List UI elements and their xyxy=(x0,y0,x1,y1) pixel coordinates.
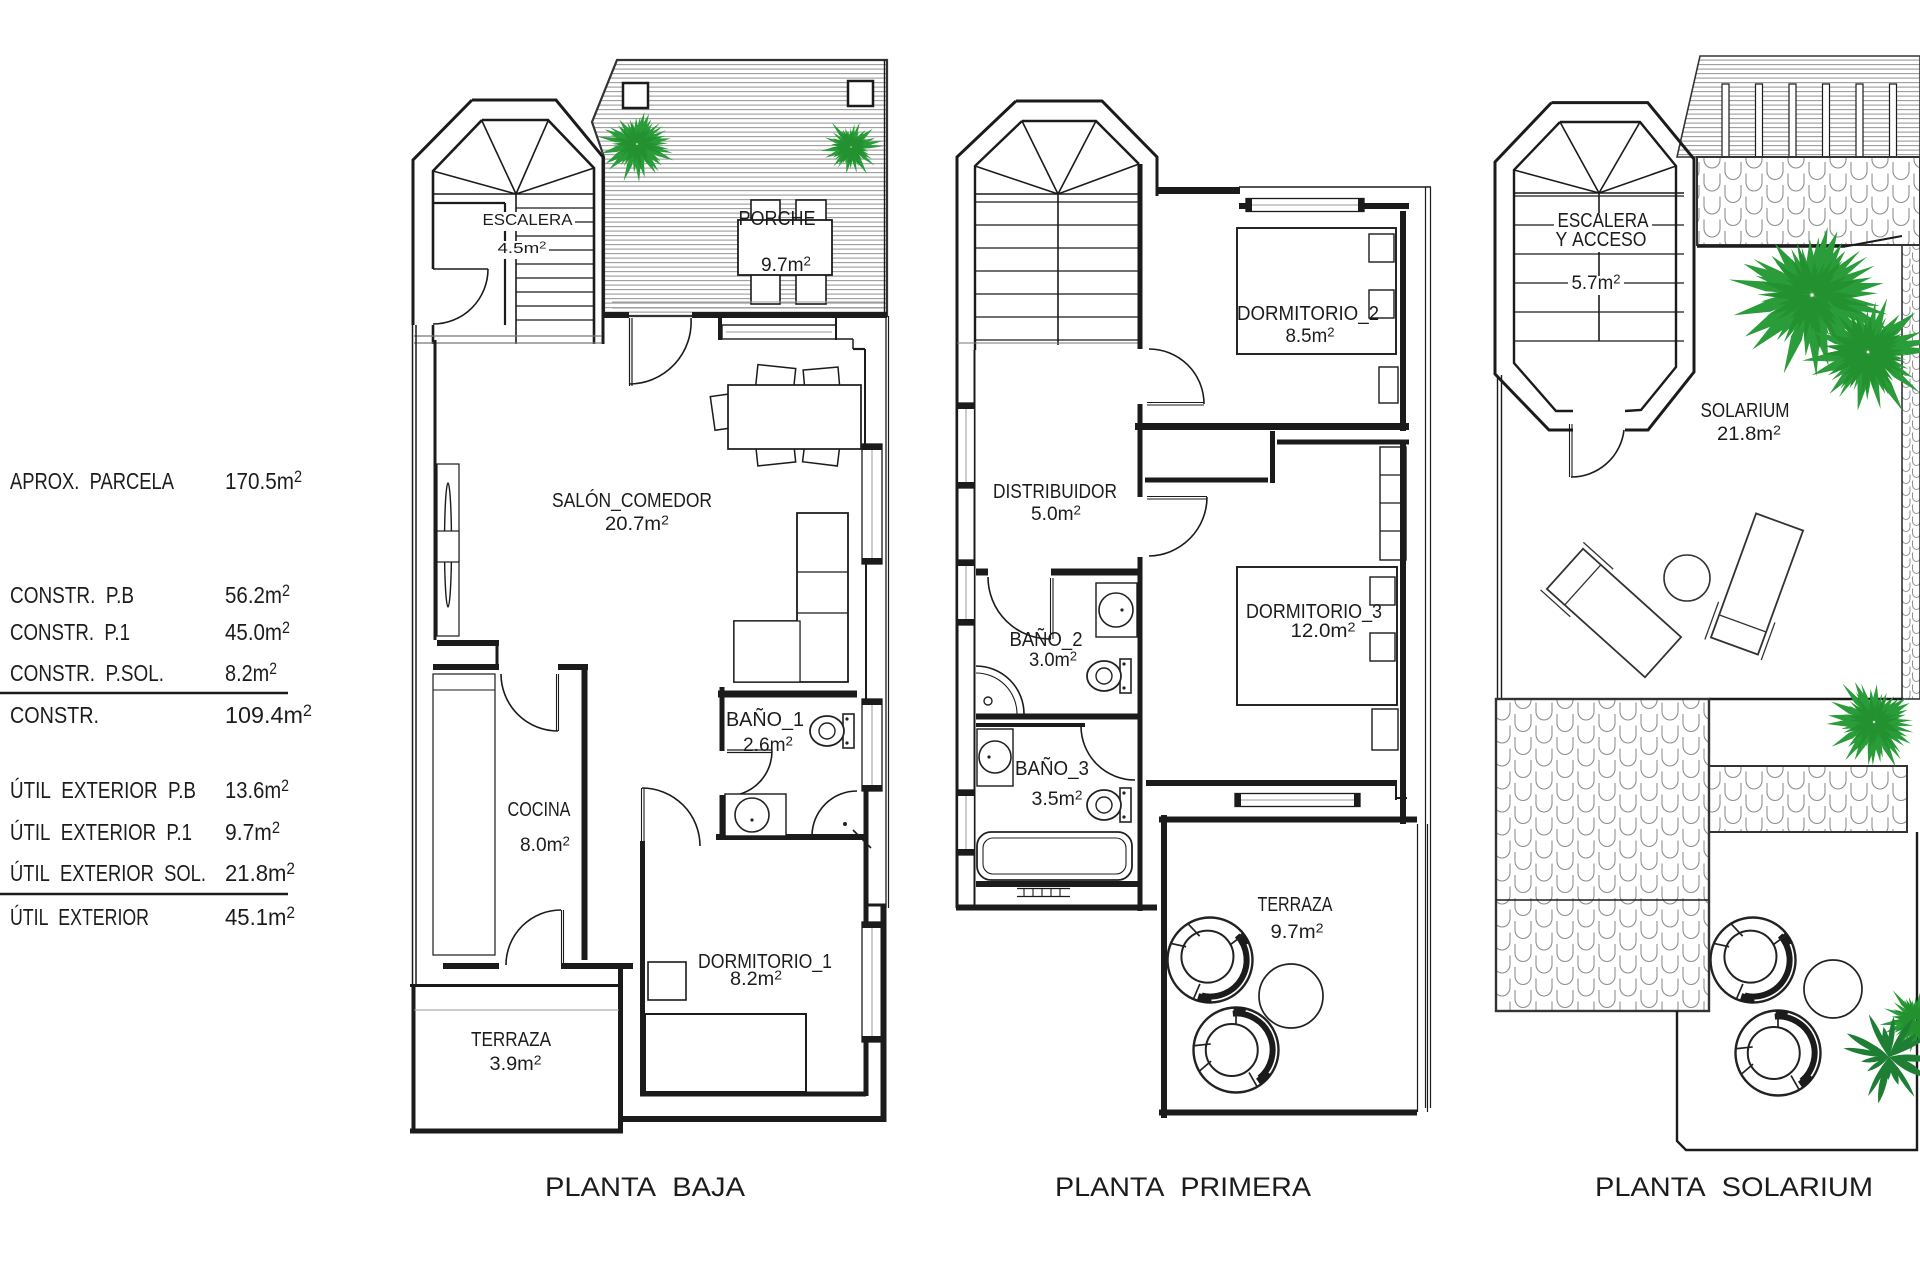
svg-text:CONSTR. P.SOL.: CONSTR. P.SOL. xyxy=(10,660,164,686)
svg-text:45.0m2: 45.0m2 xyxy=(225,619,290,645)
svg-text:21.8m2: 21.8m2 xyxy=(1717,422,1781,445)
svg-text:DISTRIBUIDOR: DISTRIBUIDOR xyxy=(993,481,1117,503)
svg-text:13.6m2: 13.6m2 xyxy=(225,777,289,803)
svg-text:8.2m2: 8.2m2 xyxy=(730,967,782,990)
svg-text:45.1m2: 45.1m2 xyxy=(225,904,295,930)
svg-text:PORCHE: PORCHE xyxy=(739,208,816,230)
svg-text:109.4m2: 109.4m2 xyxy=(225,702,312,728)
svg-text:20.7m2: 20.7m2 xyxy=(605,512,669,535)
svg-text:PLANTA SOLARIUM: PLANTA SOLARIUM xyxy=(1595,1172,1873,1202)
svg-text:21.8m2: 21.8m2 xyxy=(225,860,295,886)
svg-text:ÚTIL EXTERIOR: ÚTIL EXTERIOR xyxy=(10,904,149,930)
svg-text:CONSTR. P.1: CONSTR. P.1 xyxy=(10,619,130,645)
svg-text:BAÑO_1: BAÑO_1 xyxy=(726,707,804,731)
svg-text:COCINA: COCINA xyxy=(508,799,572,821)
svg-text:3.0m2: 3.0m2 xyxy=(1029,648,1077,671)
svg-text:8.2m2: 8.2m2 xyxy=(225,660,277,686)
svg-text:ÚTIL EXTERIOR SOL.: ÚTIL EXTERIOR SOL. xyxy=(10,860,206,886)
svg-text:PLANTA PRIMERA: PLANTA PRIMERA xyxy=(1055,1172,1311,1202)
svg-text:2.6m2: 2.6m2 xyxy=(743,733,793,756)
svg-text:12.0m2: 12.0m2 xyxy=(1291,619,1356,642)
svg-text:8.0m2: 8.0m2 xyxy=(520,833,570,856)
svg-text:CONSTR. P.B: CONSTR. P.B xyxy=(10,582,134,608)
svg-text:4.5m2: 4.5m2 xyxy=(498,240,547,258)
svg-text:BAÑO_2: BAÑO_2 xyxy=(1010,627,1083,651)
svg-text:9.7m2: 9.7m2 xyxy=(225,819,280,845)
svg-text:3.5m2: 3.5m2 xyxy=(1032,787,1083,810)
svg-text:9.7m2: 9.7m2 xyxy=(761,253,811,276)
svg-text:Y ACCESO: Y ACCESO xyxy=(1556,229,1647,251)
svg-text:170.5m2: 170.5m2 xyxy=(225,468,302,494)
svg-text:SOLARIUM: SOLARIUM xyxy=(1701,400,1790,422)
svg-text:CONSTR.: CONSTR. xyxy=(10,702,99,728)
svg-text:DORMITORIO_3: DORMITORIO_3 xyxy=(1246,601,1382,623)
svg-text:ÚTIL EXTERIOR P.1: ÚTIL EXTERIOR P.1 xyxy=(10,819,192,845)
svg-text:9.7m2: 9.7m2 xyxy=(1271,920,1324,943)
svg-text:ESCALERA: ESCALERA xyxy=(483,212,573,229)
svg-text:DORMITORIO_2: DORMITORIO_2 xyxy=(1237,303,1379,325)
svg-text:TERRAZA: TERRAZA xyxy=(1258,894,1334,916)
svg-text:3.9m2: 3.9m2 xyxy=(490,1052,542,1075)
svg-text:APROX. PARCELA: APROX. PARCELA xyxy=(10,468,174,494)
svg-text:ESCALERA: ESCALERA xyxy=(1558,210,1650,232)
svg-text:8.5m2: 8.5m2 xyxy=(1286,324,1335,347)
svg-text:PLANTA BAJA: PLANTA BAJA xyxy=(545,1172,745,1202)
svg-text:DORMITORIO_1: DORMITORIO_1 xyxy=(698,951,832,973)
svg-text:5.0m2: 5.0m2 xyxy=(1031,502,1081,525)
svg-text:5.7m2: 5.7m2 xyxy=(1572,271,1621,294)
svg-text:TERRAZA: TERRAZA xyxy=(471,1029,552,1051)
svg-text:ÚTIL EXTERIOR P.B: ÚTIL EXTERIOR P.B xyxy=(10,777,196,803)
svg-text:SALÓN_COMEDOR: SALÓN_COMEDOR xyxy=(552,489,712,512)
svg-text:BAÑO_3: BAÑO_3 xyxy=(1015,756,1089,780)
svg-text:56.2m2: 56.2m2 xyxy=(225,582,290,608)
